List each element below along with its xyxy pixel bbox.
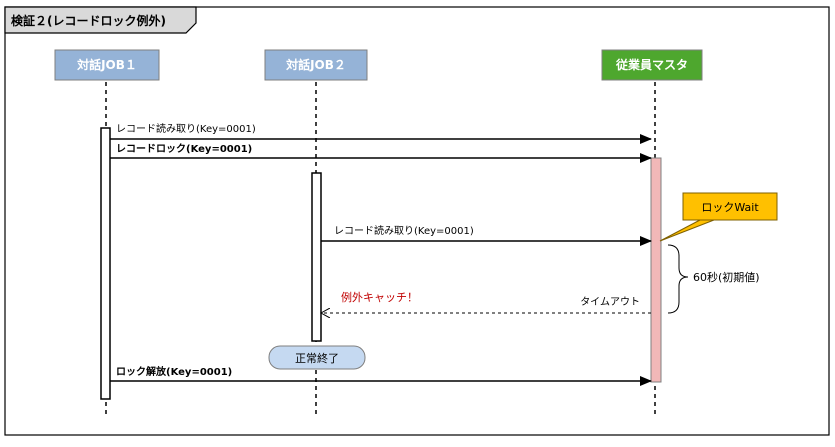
participant-job2-label: 対話JOB２ xyxy=(285,57,346,72)
normal-end-state: 正常終了 xyxy=(268,345,366,370)
frame-title: 検証２(レコードロック例外) xyxy=(11,13,166,28)
exception-catch-label: 例外キャッチ！ xyxy=(341,290,418,304)
participant-master-box xyxy=(601,49,703,81)
normal-end-label: 正常終了 xyxy=(295,351,339,365)
message-label-4: タイムアウト xyxy=(580,296,640,308)
participant-job1-box xyxy=(54,49,160,81)
message-label-3: レコード読み取り(Key=0001) xyxy=(334,224,474,237)
frame-title-tab xyxy=(4,6,197,34)
duration-label: 60秒(初期値) xyxy=(693,270,760,284)
lock-wait-label: ロックWait xyxy=(701,201,759,214)
participant-master-label: 従業員マスタ xyxy=(615,57,688,72)
participant-job2: 対話JOB２ xyxy=(264,49,368,81)
participant-master: 従業員マスタ xyxy=(601,49,703,81)
message-label-5: ロック解放(Key=0001) xyxy=(116,365,232,378)
activation-job2 xyxy=(311,172,322,342)
activation-job1 xyxy=(100,127,111,400)
participant-job1-label: 対話JOB１ xyxy=(76,57,137,72)
message-label-1: レコード読み取り(Key=0001) xyxy=(116,122,256,135)
normal-end-box xyxy=(268,345,366,370)
duration-brace xyxy=(667,244,689,314)
lock-wait-callout: ロックWait xyxy=(659,192,778,242)
participant-job2-box xyxy=(264,49,368,81)
participant-job1: 対話JOB１ xyxy=(54,49,160,81)
activation-master-lock xyxy=(650,157,662,383)
lock-wait-box xyxy=(682,192,778,221)
message-label-2: レコードロック(Key=0001) xyxy=(116,143,252,155)
